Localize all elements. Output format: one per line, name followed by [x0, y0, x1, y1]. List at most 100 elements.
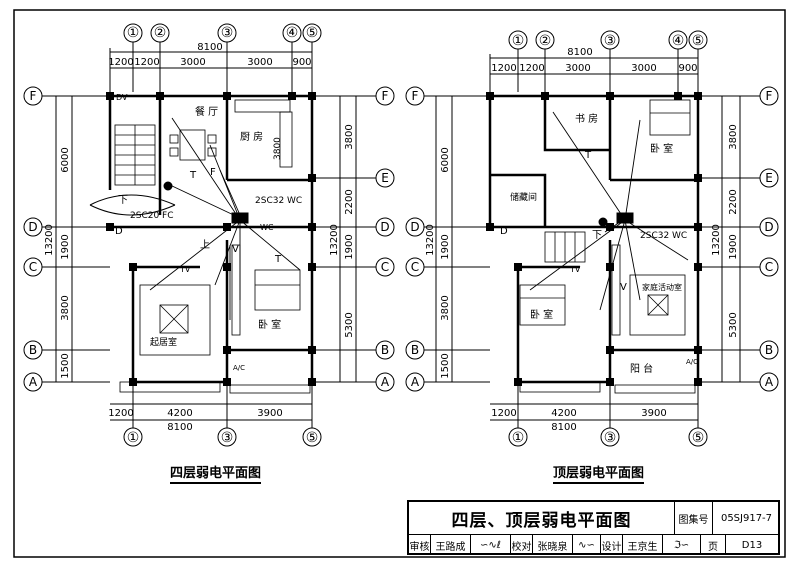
right-wiring [529, 111, 689, 311]
right-distribution-box [616, 212, 634, 224]
right-row-bubbles-left [405, 86, 490, 392]
room-balcony: 阳 台 [630, 362, 653, 375]
room-bedroom-left: 卧 室 [258, 318, 281, 331]
right-b-total: 8100 [551, 422, 576, 433]
right-plan-text: ① ② ③ ④ ⑤ 8100 1200 1200 3000 3000 900 F… [410, 33, 774, 446]
axis-5-left: ⑤ [306, 25, 319, 41]
reviewer-name: 王路成 [431, 535, 471, 555]
left-r-5300: 5300 [344, 312, 355, 337]
right-top-axis-bubbles [508, 30, 708, 92]
left-r-3800: 3800 [344, 124, 355, 149]
left-row-bubbles-right [312, 86, 395, 392]
left-r-2200: 2200 [344, 189, 355, 214]
label-2sc32-left: 2SC32 WC [255, 196, 302, 206]
label-ac-left: A/C [233, 364, 245, 372]
right-columns [486, 92, 702, 386]
row-A-right-r: A [765, 375, 774, 389]
left-bed [254, 269, 301, 311]
review-label: 审核 [409, 535, 431, 555]
axis-b3-left: ③ [221, 430, 234, 446]
right-v-3800: 3800 [440, 295, 451, 320]
left-b-total: 8100 [167, 422, 192, 433]
row-B-right-r: B [765, 343, 773, 357]
left-row-bubbles-left [23, 86, 110, 392]
axis-b1-left: ① [127, 430, 140, 446]
label-up-left: 上 [200, 239, 210, 251]
left-v-1900: 1900 [60, 234, 71, 259]
row-B-left-r: B [381, 343, 389, 357]
axis-b5-left: ⑤ [306, 430, 319, 446]
left-plan-caption: 四层弱电平面图 [170, 462, 262, 484]
drawing-frame [13, 9, 786, 558]
drawing-title: 四层、顶层弱电平面图 [409, 502, 675, 535]
left-distribution-box [231, 212, 249, 224]
label-f-left: F [210, 167, 216, 178]
left-v-6000: 6000 [60, 147, 71, 172]
room-bedroom-bottom: 卧 室 [530, 308, 553, 321]
room-kitchen: 厨 房 [240, 130, 263, 143]
room-storage: 储藏间 [510, 191, 537, 203]
axis-2-right: ② [539, 33, 552, 49]
family-room-furniture [629, 274, 686, 336]
room-study: 书 房 [575, 112, 598, 125]
left-v-3800: 3800 [60, 295, 71, 320]
row-F-left: F [30, 89, 37, 103]
axis-4-right: ④ [672, 33, 685, 49]
axis-b1-right: ① [512, 430, 525, 446]
label-t1-left: T [189, 170, 197, 181]
left-r-1900: 1900 [344, 234, 355, 259]
design-label: 设计 [601, 535, 623, 555]
right-seg-2: 1200 [519, 63, 544, 74]
right-bottom-axis-bubbles [508, 385, 708, 447]
left-stair [114, 124, 156, 186]
left-top-axis-bubbles [123, 23, 322, 92]
left-total-top: 8100 [197, 42, 222, 53]
right-r-1900: 1900 [728, 234, 739, 259]
row-B-right: B [411, 343, 419, 357]
label-down-left: 下 [118, 195, 128, 206]
checker-signature: ∿∽ [573, 535, 601, 555]
row-A-left-r: A [381, 375, 390, 389]
left-b-3900: 3900 [257, 408, 282, 419]
reviewer-signature: ∽∿ℓ [471, 535, 511, 555]
left-plan [23, 23, 395, 447]
axis-4-left: ④ [286, 25, 299, 41]
left-seg-1: 1200 [108, 57, 133, 68]
right-plan-caption: 顶层弱电平面图 [553, 462, 645, 484]
left-inner-3800: 3800 [273, 137, 283, 160]
left-seg-3: 3000 [180, 57, 205, 68]
row-F-right: F [412, 89, 419, 103]
row-D-left: D [28, 220, 37, 234]
label-tv-right: TV [569, 265, 581, 274]
right-b-4200: 4200 [551, 408, 576, 419]
label-down-right: 下 [592, 230, 602, 241]
axis-3-left: ③ [221, 25, 234, 41]
row-C-left: C [29, 260, 37, 274]
checker-name: 张晓泉 [533, 535, 573, 555]
label-2sc32-right: 2SC32 WC [640, 231, 687, 241]
row-C-right-r: C [765, 260, 773, 274]
row-D-right-r: D [764, 220, 773, 234]
right-r-2200: 2200 [728, 189, 739, 214]
left-seg-2: 1200 [134, 57, 159, 68]
axis-2-left: ② [154, 25, 167, 41]
atlas-number: 05SJ917-7 [720, 512, 773, 524]
axis-3-right: ③ [604, 33, 617, 49]
row-A-left: A [29, 375, 38, 389]
right-beds [519, 99, 691, 326]
row-E-right-r: E [765, 171, 773, 185]
right-seg-1: 1200 [491, 63, 516, 74]
room-bedroom-top: 卧 室 [650, 142, 673, 155]
label-d-left: D [115, 226, 123, 237]
page-number: D13 [741, 539, 763, 551]
right-seg-5: 900 [678, 63, 697, 74]
right-v-1900: 1900 [440, 234, 451, 259]
room-dining: 餐 厅 [195, 105, 218, 118]
right-v-6000: 6000 [440, 147, 451, 172]
designer-signature: ℑ∽ [663, 535, 701, 555]
left-r-total: 13200 [329, 224, 340, 256]
atlas-label: 图集号 [675, 502, 713, 534]
left-seg-4: 3000 [247, 57, 272, 68]
living-room-furniture [139, 284, 211, 356]
